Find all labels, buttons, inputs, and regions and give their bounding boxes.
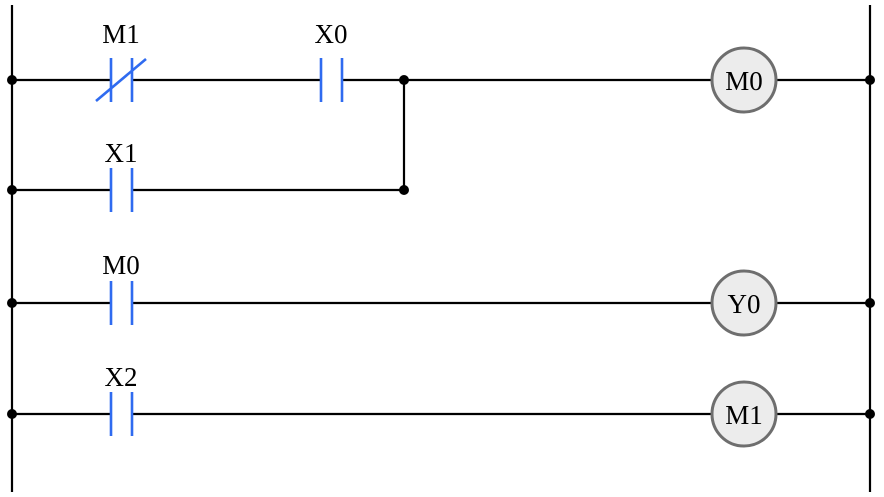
- junction-dot: [7, 75, 17, 85]
- junction-dot: [7, 409, 17, 419]
- coil-m0: M0: [710, 46, 778, 114]
- junction-dot: [399, 185, 409, 195]
- coil-y0: Y0: [710, 269, 778, 337]
- contact-no-x2: X2: [105, 362, 138, 436]
- rung-1-branch: X1: [7, 80, 409, 212]
- coil-label: Y0: [728, 289, 761, 319]
- junction-dot: [865, 409, 875, 419]
- contact-no-x0: X0: [315, 19, 348, 102]
- contact-label: X1: [105, 138, 138, 168]
- contact-no-x1: X1: [105, 138, 138, 212]
- junction-dot: [7, 185, 17, 195]
- junction-dot: [865, 75, 875, 85]
- rung-1: M1 X0 M0: [7, 19, 875, 114]
- junction-dot: [7, 298, 17, 308]
- contact-no-m0: M0: [102, 250, 140, 325]
- coil-m1: M1: [710, 380, 778, 448]
- rung-2: M0 Y0: [7, 250, 875, 337]
- contact-label: M0: [102, 250, 140, 280]
- rung-3: X2 M1: [7, 362, 875, 448]
- contact-label: X2: [105, 362, 138, 392]
- contact-label: X0: [315, 19, 348, 49]
- coil-label: M0: [725, 66, 763, 96]
- contact-label: M1: [102, 19, 140, 49]
- coil-label: M1: [725, 400, 763, 430]
- contact-nc-m1: M1: [95, 19, 147, 102]
- junction-dot: [865, 298, 875, 308]
